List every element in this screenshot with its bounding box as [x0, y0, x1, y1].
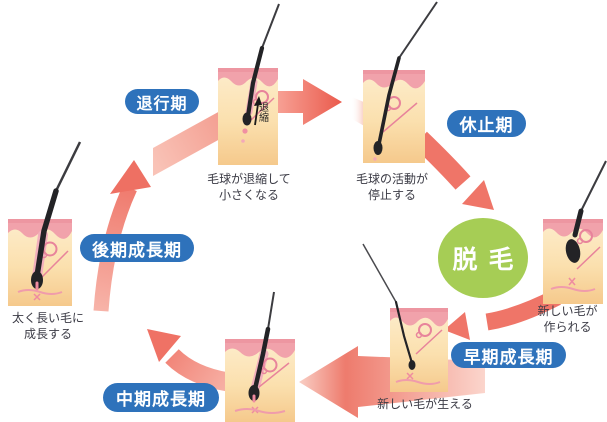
hair-shaft [245, 45, 265, 119]
hair-bulb [248, 385, 260, 401]
arrow-mid-to-late-growth [147, 329, 230, 392]
label-late-growth-phase: 後期成長期 [80, 234, 194, 262]
sebaceous-gland-icon [579, 229, 593, 243]
shedding-badge: 脱 毛 [438, 218, 528, 298]
follicle-late-growth-illustration [8, 141, 82, 306]
epidermis [218, 68, 278, 87]
follicle-resting-illustration [363, 1, 438, 163]
label-mid-growth-phase: 中期成長期 [103, 383, 219, 412]
arrector-muscle [41, 250, 69, 278]
caption-new-hair: 新しい毛が 作られる [537, 304, 598, 334]
sebaceous-gland-icon [255, 90, 269, 104]
arrector-muscle [250, 97, 275, 121]
detached-papilla [242, 128, 248, 134]
epidermis [390, 308, 448, 327]
caption-resting: 毛球の活動が 停止する [355, 172, 428, 202]
arrector-muscle [258, 362, 290, 388]
club-hair-bulb [565, 239, 581, 263]
hair-bulb [31, 271, 43, 289]
hair-bulb [242, 112, 252, 126]
arrector-muscle [576, 246, 601, 270]
papilla [568, 277, 576, 286]
hair-bulb [408, 360, 416, 370]
label-resting-phase: 休止期 [447, 110, 526, 137]
epidermis [8, 219, 72, 239]
follicle-mid-growth-illustration [225, 291, 295, 422]
hair-shaft [394, 300, 414, 365]
epidermis [225, 339, 295, 358]
caption-regression: 毛球が退縮して 小さくなる [207, 172, 291, 202]
hair-shaft [572, 208, 584, 238]
follicle-regression-illustration: 退縮 [218, 3, 280, 165]
papilla [406, 372, 414, 380]
caption-late-growth: 太く長い毛に 成長する [11, 311, 84, 341]
sebaceous-gland-icon [262, 357, 278, 373]
caption-early-growth: 新しい毛が生える [377, 397, 473, 411]
sebaceous-gland-icon [418, 323, 432, 337]
hair-shaft [34, 188, 59, 279]
arrector-muscle [415, 329, 443, 355]
follicle-new-hair-illustration [543, 160, 607, 304]
hair-shaft [377, 56, 401, 146]
shrink-arrow-icon [254, 103, 259, 126]
label-regression-phase: 退行期 [125, 89, 199, 114]
club-hair-bulb [373, 141, 383, 155]
hair-shaft [252, 326, 271, 392]
follicle-early-growth-illustration [362, 243, 448, 392]
epidermis [543, 219, 603, 238]
regression-note: 退縮 [257, 102, 269, 123]
arrector-muscle [382, 102, 418, 133]
label-early-growth-phase: 早期成長期 [451, 342, 566, 368]
hair-shaft-tip [54, 141, 82, 192]
